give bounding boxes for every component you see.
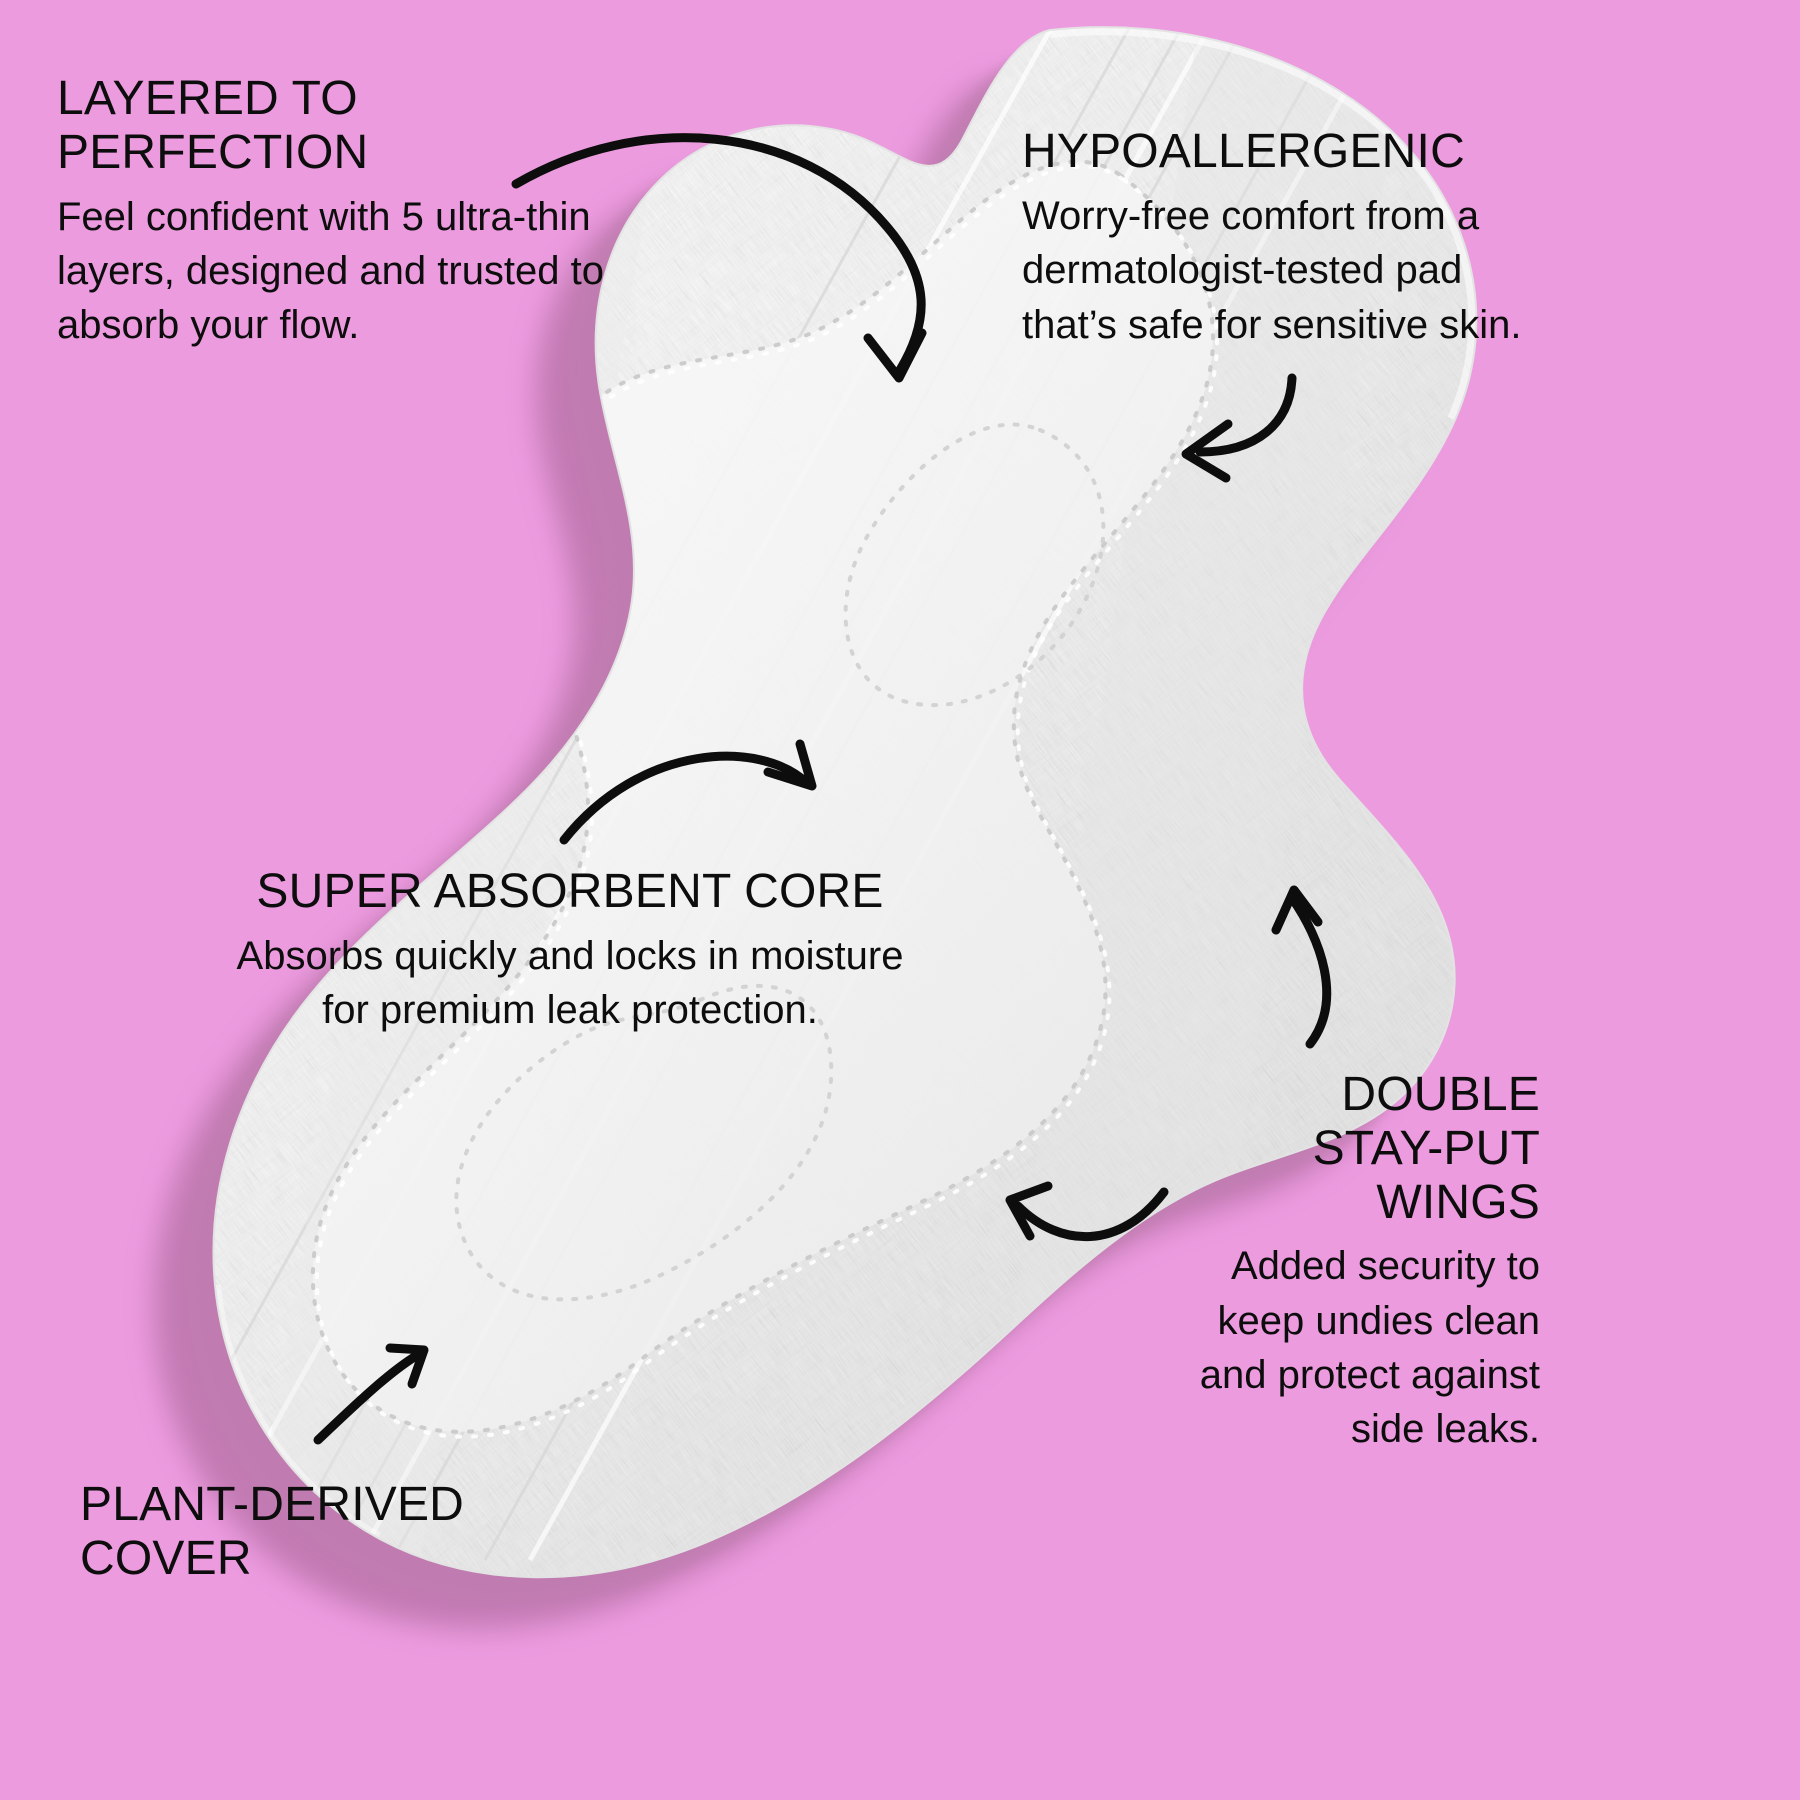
annotation-double-stay-put-wings: DOUBLE STAY-PUT WINGS Added security to … [1190, 1068, 1540, 1457]
layered-body: Feel confident with 5 ultra-thin layers,… [57, 194, 605, 348]
hypoallergenic-heading: HYPOALLERGENIC [1022, 125, 1465, 178]
layered-heading: LAYERED TO PERFECTION [57, 72, 369, 179]
wings-heading: DOUBLE STAY-PUT WINGS [1312, 1068, 1540, 1229]
annotation-super-absorbent-core: SUPER ABSORBENT CORE Absorbs quickly and… [225, 865, 915, 1038]
annotation-layered-to-perfection: LAYERED TO PERFECTION Feel confident wit… [57, 72, 617, 353]
core-body: Absorbs quickly and locks in moisture fo… [236, 933, 904, 1033]
hypoallergenic-body: Worry-free comfort from a dermatologist-… [1022, 193, 1522, 347]
core-heading: SUPER ABSORBENT CORE [256, 865, 884, 918]
plant-heading: PLANT-DERIVED COVER [80, 1478, 465, 1585]
wings-body: Added security to keep undies clean and … [1199, 1244, 1540, 1452]
annotation-plant-derived-cover: PLANT-DERIVED COVER [80, 1478, 620, 1586]
annotation-hypoallergenic: HYPOALLERGENIC Worry-free comfort from a… [1022, 125, 1542, 352]
core-upper-ring [843, 422, 1106, 708]
core-inner-ring [454, 983, 834, 1302]
